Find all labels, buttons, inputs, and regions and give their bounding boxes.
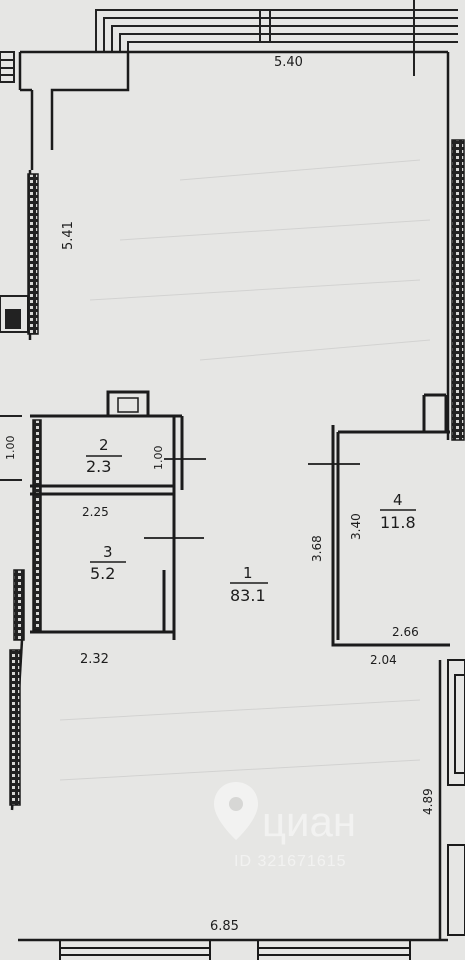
watermark-brand: циан	[262, 798, 356, 845]
room-1-area: 83.1	[230, 586, 266, 605]
hatched-walls	[9, 139, 465, 806]
fraction-lines	[86, 455, 416, 584]
dim-room4-bottom-outer: 2.04	[370, 653, 397, 667]
dim-room4-bottom-inner: 2.66	[392, 625, 419, 639]
dim-bath-bottom: 2.25	[82, 505, 109, 519]
wet-rooms-walls	[30, 414, 184, 640]
bottom-window	[59, 940, 411, 960]
right-window-block	[447, 659, 465, 936]
top-window-structure	[95, 0, 458, 76]
faint-texture	[59, 159, 431, 781]
dim-right-wall-lower: 4.89	[421, 788, 435, 815]
vent-shaft-inner	[117, 397, 139, 413]
room-4-walls	[331, 393, 450, 647]
room-4-number: 4	[393, 491, 403, 509]
dim-bath-side-right: 1.00	[152, 446, 165, 471]
room-3-number: 3	[103, 543, 113, 561]
room-2-number: 2	[99, 436, 109, 454]
dim-room4-left-outer: 3.68	[310, 535, 324, 562]
room-1-number: 1	[243, 564, 253, 582]
dim-bath-side-left: 1.00	[4, 436, 17, 461]
watermark: циан ID 321671615	[214, 782, 356, 870]
dim-left-wall: 5.41	[61, 221, 76, 250]
dim-top-width: 5.40	[274, 55, 303, 70]
watermark-id: ID 321671615	[234, 853, 347, 870]
dim-room4-left-inner: 3.40	[349, 513, 363, 540]
room-3-area: 5.2	[90, 564, 115, 583]
location-pin-icon	[214, 782, 258, 840]
door-markers	[144, 458, 360, 539]
dim-bottom-width: 6.85	[210, 919, 239, 934]
room-2-area: 2.3	[86, 457, 111, 476]
room-4-area: 11.8	[380, 513, 416, 532]
dim-storage-bottom: 2.32	[80, 652, 109, 667]
vent-shaft	[106, 390, 150, 418]
